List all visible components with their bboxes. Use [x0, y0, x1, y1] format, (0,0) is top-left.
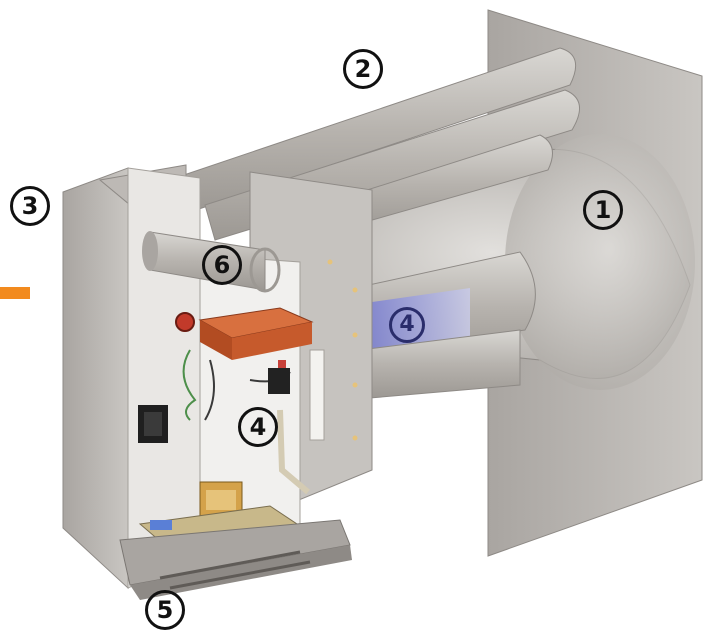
callout-6: 6	[202, 245, 242, 285]
callout-4-inner: 4	[238, 407, 278, 447]
switch-box	[138, 405, 168, 443]
heating-rods	[277, 349, 325, 495]
callout-1: 1	[583, 190, 623, 230]
panel-screws	[327, 259, 358, 441]
callout-4-tube: 4	[389, 307, 425, 343]
pcb-tray	[119, 505, 352, 600]
relay	[268, 360, 290, 394]
transformer	[175, 307, 314, 360]
inlet-arrow	[0, 287, 30, 299]
callout-3: 3	[10, 186, 50, 226]
callout-2: 2	[343, 49, 383, 89]
callout-5: 5	[145, 590, 185, 630]
